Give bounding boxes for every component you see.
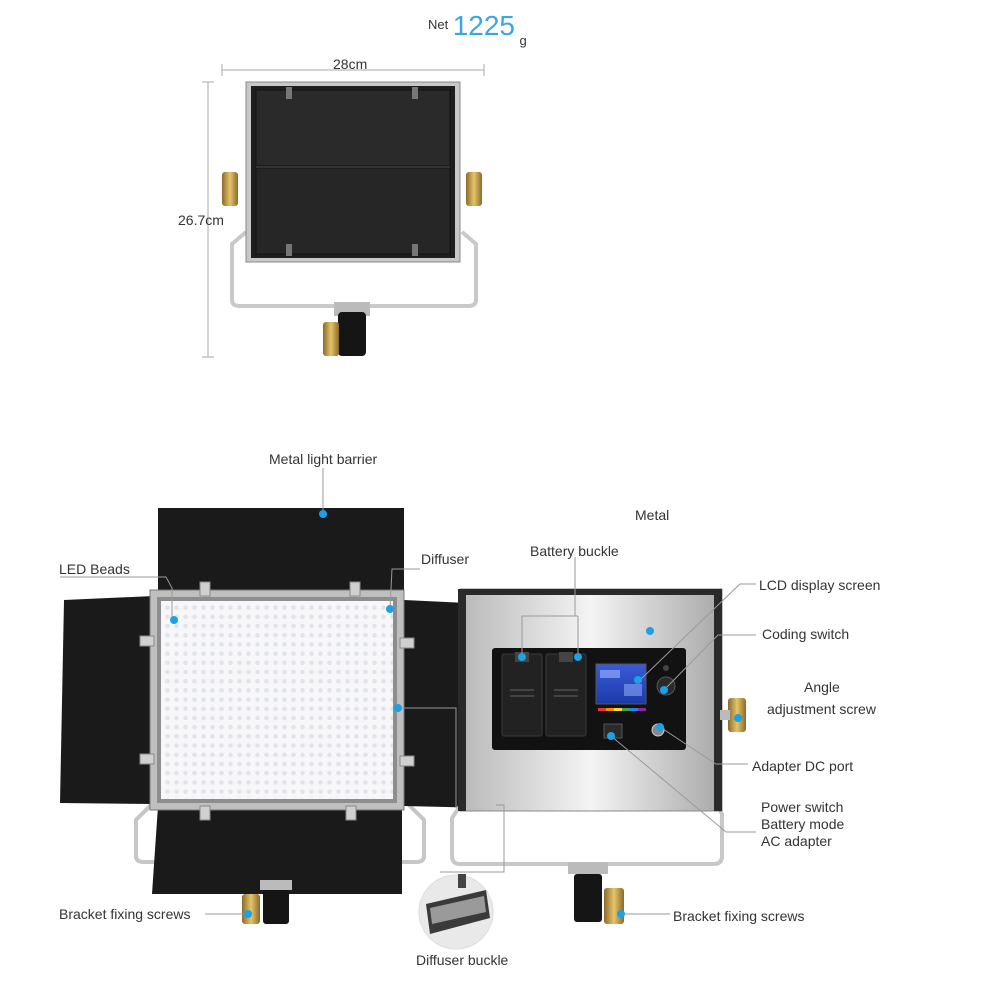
label-metal: Metal xyxy=(635,507,670,523)
net-weight-unit: g xyxy=(519,33,527,48)
label-battery-buckle: Battery buckle xyxy=(530,543,619,559)
label-adjustment-screw: adjustment screw xyxy=(767,701,876,717)
top-view xyxy=(202,64,485,358)
width-dimension: 28cm xyxy=(333,56,368,72)
back-view xyxy=(450,588,746,924)
leader-lines xyxy=(60,468,756,915)
label-led-beads: LED Beads xyxy=(59,561,130,577)
label-diffuser-buckle: Diffuser buckle xyxy=(416,952,509,968)
net-weight-prefix: Net xyxy=(428,17,449,32)
callout-dots xyxy=(170,510,742,918)
label-angle: Angle xyxy=(804,679,840,695)
net-weight: Net 1225 g xyxy=(428,10,527,48)
label-lcd-display-screen: LCD display screen xyxy=(759,577,881,593)
label-ac-adapter: AC adapter xyxy=(761,833,832,849)
label-power-switch: Power switch xyxy=(761,799,844,815)
label-bracket-fixing-screws-right: Bracket fixing screws xyxy=(673,908,805,924)
label-coding-switch: Coding switch xyxy=(762,626,850,642)
height-dimension: 26.7cm xyxy=(178,212,224,228)
diffuser-buckle-inset xyxy=(418,874,494,950)
label-battery-mode: Battery mode xyxy=(761,816,845,832)
label-bracket-fixing-screws-left: Bracket fixing screws xyxy=(59,906,191,922)
label-metal-light-barrier: Metal light barrier xyxy=(269,451,378,467)
net-weight-value: 1225 xyxy=(452,10,515,41)
label-adapter-dc-port: Adapter DC port xyxy=(752,758,854,774)
label-diffuser: Diffuser xyxy=(421,551,469,567)
